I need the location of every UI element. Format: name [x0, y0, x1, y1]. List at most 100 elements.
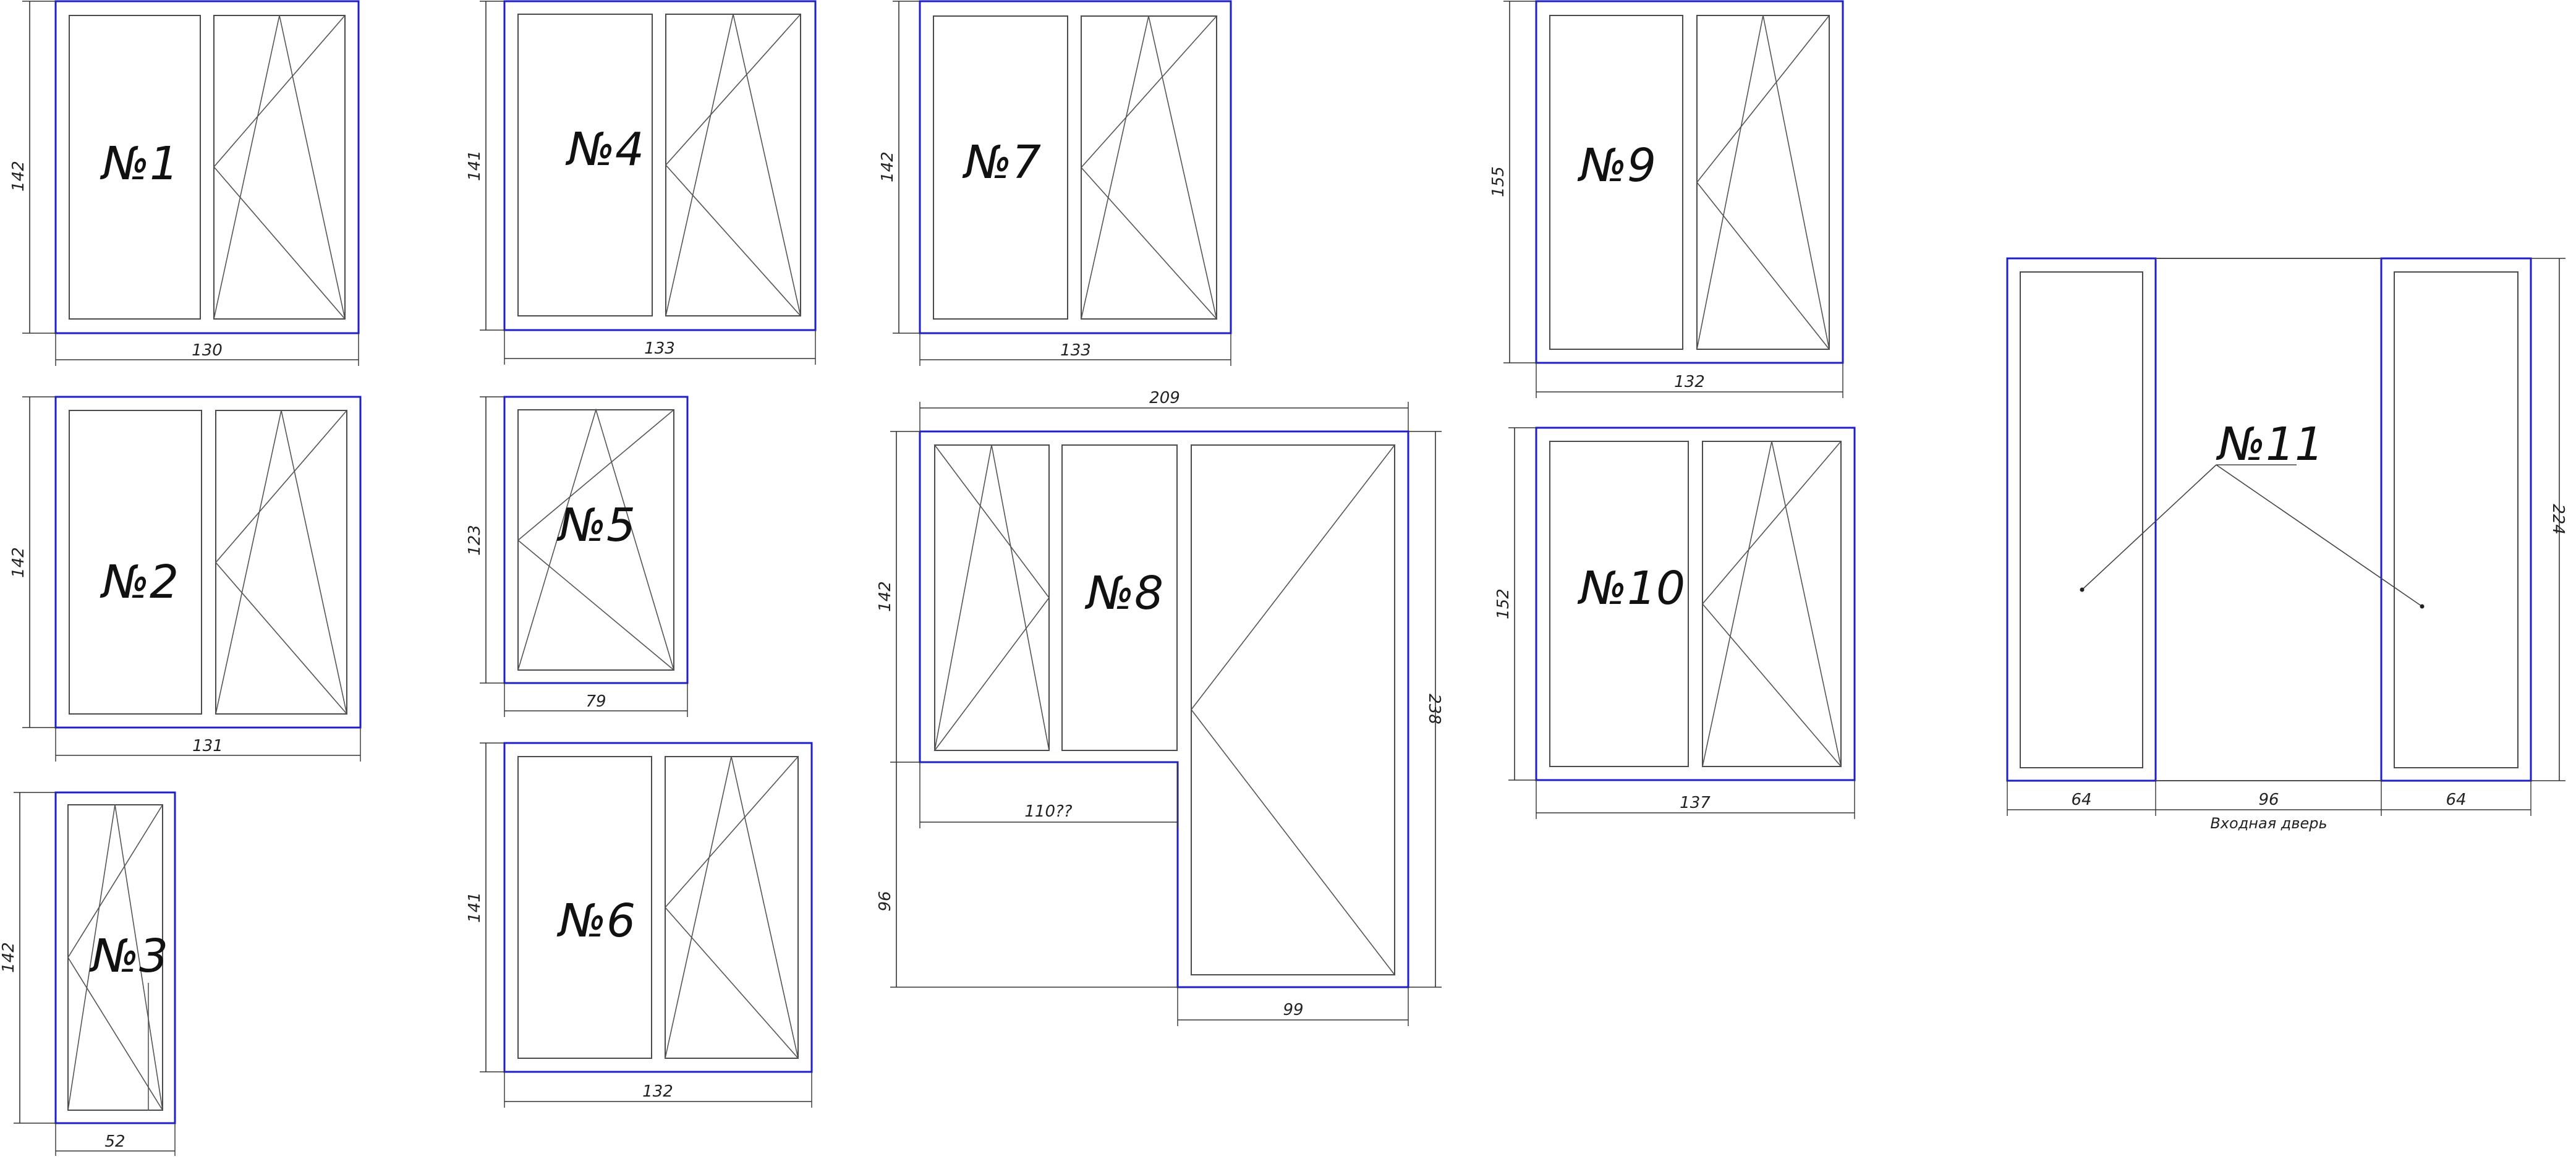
window-9-frame [1535, 0, 1844, 364]
window-2-height-text: 142 [9, 547, 28, 578]
window-8-window-width-text: 110?? [1024, 802, 1072, 821]
window-6: №6 141 132 [465, 742, 813, 1108]
window-3: №3 142 52 [0, 791, 176, 1156]
window-4-opening-sash [665, 14, 801, 316]
window-9-label: №9 [1577, 139, 1656, 192]
window-3-frame [54, 791, 176, 1124]
window-11-right-frame [2380, 257, 2532, 782]
window-11-middle-width-text: 96 [2258, 791, 2279, 809]
window-5-turn-marks [517, 409, 674, 671]
window-7-width-text: 133 [1060, 341, 1091, 360]
window-2-frame [54, 396, 362, 729]
window-11-door-caption: Входная дверь [2210, 815, 2327, 832]
window-10: №10 152 137 [1494, 427, 1856, 819]
window-8-window-height-text: 142 [876, 581, 895, 612]
window-3-tilt-marks [67, 804, 163, 1111]
window-8-door-sash [1191, 444, 1395, 975]
window-8-total-height-text: 238 [1425, 694, 1443, 724]
window-4: №4 141 133 [465, 0, 817, 365]
window-8-fixed-pane [1061, 444, 1178, 751]
window-6-tilt-marks [665, 756, 799, 1059]
window-10-width-text: 137 [1680, 794, 1711, 812]
window-11-leader-left [2081, 464, 2217, 590]
window-9-turn-marks [1696, 15, 1830, 350]
window-10-height-text: 152 [1494, 588, 1513, 619]
window-3-width-text: 52 [104, 1132, 125, 1151]
window-1-opening-sash [213, 15, 346, 320]
window-6-label: №6 [556, 894, 635, 948]
window-7-turn-marks [1080, 15, 1217, 320]
window-4-height-text: 141 [465, 150, 484, 181]
window-8-label: №8 [1084, 567, 1163, 620]
window-7-frame [919, 0, 1232, 334]
window-4-width-text: 133 [644, 339, 675, 358]
window-8-door-turn-marks [1190, 444, 1395, 975]
window-10-frame [1535, 427, 1856, 781]
window-8-lower-height-text: 96 [876, 891, 895, 911]
window-8: №8 209 142 96 238 110?? 99 [876, 389, 1443, 1026]
window-3-label: №3 [89, 930, 168, 983]
window-9-height-text: 155 [1489, 166, 1508, 197]
window-7-tilt-marks [1081, 15, 1217, 320]
window-10-fixed-pane [1549, 441, 1689, 767]
window-1: №1 142 130 [9, 0, 360, 366]
window-6-turn-marks [664, 756, 799, 1059]
window-9-fixed-pane [1549, 15, 1683, 350]
window-5-label: №5 [556, 499, 635, 552]
window-5-width-text: 79 [585, 692, 606, 711]
window-7-label: №7 [962, 136, 1041, 189]
window-7-opening-sash [1081, 15, 1217, 320]
window-5-frame [503, 396, 689, 684]
window-10-label: №10 [1577, 562, 1685, 615]
window-11-left-width-text: 64 [2071, 791, 2091, 809]
window-11-leader-dot-right [2420, 604, 2425, 609]
window-1-turn-marks [213, 15, 346, 320]
window-8-total-width-text: 209 [1149, 389, 1180, 407]
window-2-label: №2 [100, 556, 179, 609]
window-6-width-text: 132 [642, 1082, 673, 1101]
window-6-fixed-pane [517, 756, 652, 1059]
window-1-fixed-pane [69, 15, 201, 320]
window-7: №7 142 133 [878, 0, 1232, 366]
window-9: №9 155 132 [1489, 0, 1844, 398]
window-4-turn-marks [665, 14, 801, 316]
window-3-height-text: 142 [0, 942, 18, 973]
window-7-fixed-pane [933, 15, 1068, 320]
window-2: №2 142 131 [9, 396, 362, 762]
window-9-width-text: 132 [1674, 373, 1705, 391]
window-9-opening-sash [1696, 15, 1830, 350]
window-11-right-pane [2394, 271, 2519, 768]
window-11-left-pane [2020, 271, 2143, 768]
window-1-height-text: 142 [9, 161, 28, 192]
window-11-left-frame [2006, 257, 2157, 782]
window-8-door-width-text: 99 [1283, 1001, 1303, 1019]
window-9-tilt-marks [1696, 15, 1830, 350]
window-2-turn-marks [215, 410, 347, 715]
window-8-left-tilt-marks [934, 444, 1050, 751]
window-2-tilt-marks [215, 410, 347, 715]
window-11-height-text: 224 [2549, 504, 2567, 535]
window-2-width-text: 131 [192, 737, 223, 755]
window-8-frame [919, 430, 1409, 988]
window-5: №5 123 79 [465, 396, 689, 717]
window-7-height-text: 142 [878, 151, 897, 182]
window-1-frame [54, 0, 360, 334]
window-6-height-text: 141 [465, 892, 484, 923]
window-11-label: №11 [2216, 418, 2324, 471]
window-6-opening-sash [665, 756, 799, 1059]
window-1-width-text: 130 [192, 341, 223, 360]
window-4-frame [503, 0, 817, 331]
window-11: №11 224 64 96 64 Входная дверь [2006, 257, 2567, 832]
window-10-opening-sash [1702, 441, 1842, 767]
window-10-turn-marks [1701, 441, 1842, 767]
window-4-fixed-pane [517, 14, 653, 316]
window-3-turn-marks [67, 804, 163, 1111]
window-8-left-turn-marks [934, 444, 1050, 751]
window-6-frame [503, 742, 813, 1073]
window-10-tilt-marks [1702, 441, 1842, 767]
window-4-label: №4 [565, 123, 644, 176]
window-1-tilt-marks [213, 15, 346, 320]
window-11-right-width-text: 64 [2446, 791, 2466, 809]
window-1-label: №1 [100, 137, 179, 190]
